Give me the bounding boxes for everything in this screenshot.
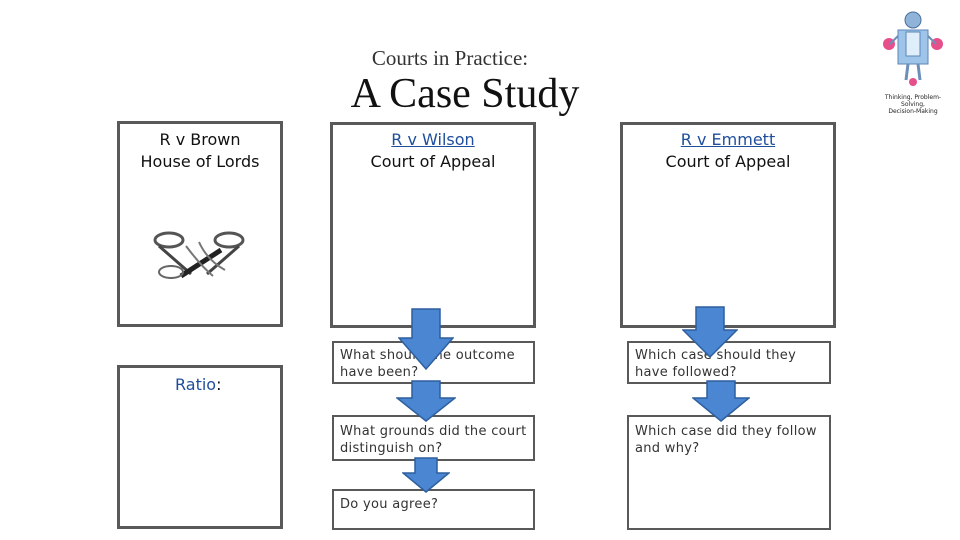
wilson-case-box: R v Wilson Court of Appeal bbox=[330, 122, 536, 328]
arrow-down-icon bbox=[682, 306, 738, 358]
emmett-why-question-box: Which case did they follow and why? bbox=[627, 415, 831, 530]
logo-caption-line2: Decision-Making bbox=[888, 108, 938, 115]
emmett-case-box: R v Emmett Court of Appeal bbox=[620, 122, 836, 328]
emmett-case-name[interactable]: R v Emmett bbox=[680, 130, 776, 149]
wilson-agree-question-box: Do you agree? bbox=[332, 489, 535, 530]
ratio-label: Ratio bbox=[175, 375, 217, 394]
logo-figure-icon bbox=[883, 11, 943, 86]
emmett-court: Court of Appeal bbox=[665, 152, 791, 171]
ratio-box: Ratio: bbox=[117, 365, 283, 529]
emmett-followed-question: Which case should they have followed? bbox=[635, 348, 797, 380]
emmett-why-question: Which case did they follow and why? bbox=[635, 424, 817, 456]
wilson-grounds-question: What grounds did the court distinguish o… bbox=[340, 424, 527, 456]
ratio-colon: : bbox=[216, 375, 222, 394]
logo-caption-line1: Thinking, Problem-Solving, bbox=[884, 94, 942, 108]
arrow-down-icon bbox=[692, 380, 750, 422]
arrow-down-icon bbox=[402, 457, 450, 493]
wilson-court: Court of Appeal bbox=[370, 152, 496, 171]
wilson-grounds-question-box: What grounds did the court distinguish o… bbox=[332, 415, 535, 461]
brown-case-name: R v Brown bbox=[159, 130, 241, 149]
wilson-case-name[interactable]: R v Wilson bbox=[391, 130, 475, 149]
brown-court: House of Lords bbox=[140, 152, 260, 171]
handcuffs-image bbox=[153, 231, 245, 279]
wilson-agree-question: Do you agree? bbox=[340, 497, 439, 512]
arrow-down-icon bbox=[398, 308, 454, 370]
arrow-down-icon bbox=[396, 380, 456, 422]
logo: Thinking, Problem-Solving, Decision-Maki… bbox=[876, 10, 950, 115]
brown-case-box: R v Brown House of Lords bbox=[117, 121, 283, 327]
page-title: A Case Study bbox=[350, 71, 580, 117]
subtitle: Courts in Practice: bbox=[371, 46, 529, 70]
